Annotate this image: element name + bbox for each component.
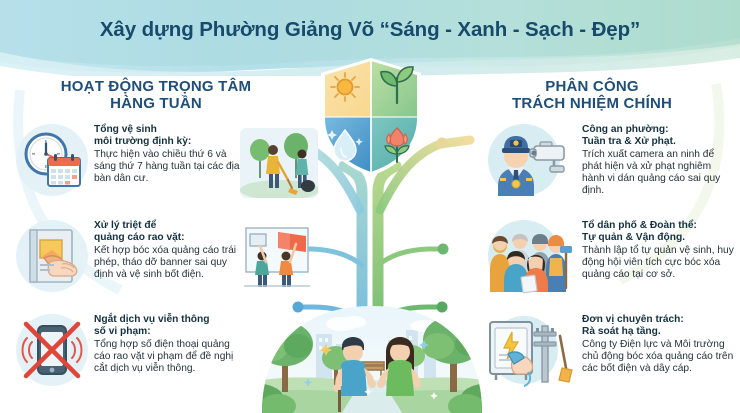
green-park-community-scene bbox=[262, 306, 482, 413]
right-item-2-head-line2: Tự quản & Vận động. bbox=[582, 231, 686, 243]
right-item-3-head-line2: Rà soát hạ tầng. bbox=[582, 325, 661, 337]
left-item-2-text: Xử lý triệt để quảng cáo rao vặt: Kết hợ… bbox=[94, 220, 244, 281]
hand-peeling-poster-icon bbox=[16, 220, 88, 292]
phone-disabled-icon bbox=[16, 314, 88, 386]
right-item-1-body: Trích xuất camera an ninh để phát hiện v… bbox=[582, 148, 721, 197]
left-item-1-body: Thực hiện vào chiều thứ 6 và sáng thứ 7 … bbox=[94, 148, 240, 185]
right-heading-line1: PHÂN CÔNG bbox=[545, 78, 639, 95]
header-banner: Xây dựng Phường Giảng Võ “Sáng - Xanh - … bbox=[0, 0, 740, 76]
right-item-1-text: Công an phường: Tuần tra & Xử phạt. Tríc… bbox=[582, 124, 734, 198]
right-item-2-body: Thành lập tổ tự quản vệ sinh, huy động h… bbox=[582, 244, 734, 281]
left-item-2-head-line2: quảng cáo rao vặt: bbox=[94, 231, 185, 243]
left-item-3-head-line2: số vi phạm: bbox=[94, 325, 151, 337]
street-cleaning-scene bbox=[240, 128, 318, 198]
right-item-3-head-line1: Đơn vị chuyên trách: bbox=[582, 314, 684, 325]
header-background bbox=[0, 0, 740, 76]
banner-removal-scene bbox=[244, 227, 310, 287]
flower-icon bbox=[384, 127, 410, 163]
right-heading-line2: TRÁCH NHIỆM CHÍNH bbox=[511, 95, 673, 112]
police-camera-icon bbox=[488, 124, 565, 196]
right-item-2-text: Tổ dân phố & Đoàn thể: Tự quản & Vận độn… bbox=[582, 220, 734, 281]
left-item-2-body: Kết hợp bóc xóa quảng cáo trái phép, thá… bbox=[94, 244, 237, 281]
right-item-3-text: Đơn vị chuyên trách: Rà soát hạ tầng. Cô… bbox=[582, 314, 734, 375]
right-item-2-head-line1: Tổ dân phố & Đoàn thể: bbox=[582, 220, 697, 231]
clock-calendar-icon bbox=[16, 124, 88, 196]
left-column-heading: HOẠT ĐỘNG TRỌNG TÂM HÀNG TUẦN bbox=[22, 78, 290, 112]
right-item-1-head-line2: Tuần tra & Xử phạt. bbox=[582, 135, 676, 147]
community-group-icon bbox=[488, 220, 572, 294]
left-item-3-body: Tổng hợp số điện thoại quảng cáo rao vặt… bbox=[94, 338, 234, 375]
leaf-icon bbox=[380, 66, 414, 105]
water-drop-icon bbox=[327, 128, 363, 162]
left-heading-line2: HÀNG TUẦN bbox=[110, 95, 202, 112]
sun-icon bbox=[330, 72, 360, 102]
left-heading-line1: HOẠT ĐỘNG TRỌNG TÂM bbox=[60, 78, 252, 95]
left-item-3-head-line1: Ngắt dịch vụ viễn thông bbox=[94, 314, 210, 325]
shield-emblem bbox=[321, 58, 421, 176]
left-item-1-text: Tổng vệ sinh môi trường định kỳ: Thực hi… bbox=[94, 124, 244, 185]
page-title: Xây dựng Phường Giảng Võ “Sáng - Xanh - … bbox=[99, 18, 641, 41]
right-item-1-head-line1: Công an phường: bbox=[582, 124, 669, 135]
left-item-2-head-line1: Xử lý triệt để bbox=[94, 220, 157, 231]
left-item-1-head-line1: Tổng vệ sinh bbox=[94, 124, 157, 135]
person-female bbox=[377, 337, 421, 396]
electric-box-cleaning-icon bbox=[489, 316, 573, 387]
right-item-3-body: Công ty Điện lực và Môi trường chủ động … bbox=[582, 338, 734, 375]
right-column-heading: PHÂN CÔNG TRÁCH NHIỆM CHÍNH bbox=[458, 78, 726, 112]
person-male bbox=[333, 337, 376, 412]
left-item-3-text: Ngắt dịch vụ viễn thông số vi phạm: Tổng… bbox=[94, 314, 244, 375]
left-item-1-head-line2: môi trường định kỳ: bbox=[94, 135, 192, 147]
